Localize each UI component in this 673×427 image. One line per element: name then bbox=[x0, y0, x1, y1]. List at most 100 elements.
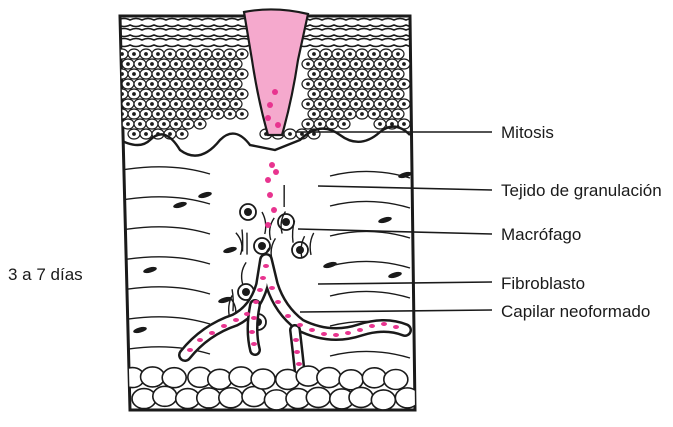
cell-nucleus bbox=[181, 53, 184, 56]
red-blood-cell bbox=[251, 316, 257, 320]
cell-nucleus bbox=[151, 123, 154, 126]
cell-nucleus bbox=[139, 83, 142, 86]
red-blood-cell bbox=[251, 342, 257, 346]
cell-nucleus bbox=[313, 73, 316, 76]
cell-nucleus bbox=[337, 113, 340, 116]
cell-nucleus bbox=[325, 73, 328, 76]
cell-nucleus bbox=[211, 63, 214, 66]
macrophage-nucleus bbox=[282, 218, 290, 226]
cell-nucleus bbox=[217, 113, 220, 116]
cell-nucleus bbox=[145, 113, 148, 116]
cell-nucleus bbox=[403, 103, 406, 106]
cell-nucleus bbox=[205, 113, 208, 116]
cell-nucleus bbox=[391, 123, 394, 126]
cell-nucleus bbox=[307, 83, 310, 86]
cell-nucleus bbox=[205, 53, 208, 56]
cell-nucleus bbox=[379, 123, 382, 126]
cell-nucleus bbox=[145, 133, 148, 136]
cell-nucleus bbox=[403, 123, 406, 126]
cell-nucleus bbox=[361, 93, 364, 96]
cell-nucleus bbox=[331, 63, 334, 66]
cell-nucleus bbox=[217, 53, 220, 56]
cell-nucleus bbox=[349, 53, 352, 56]
cell-nucleus bbox=[133, 93, 136, 96]
cell-nucleus bbox=[235, 83, 238, 86]
cell-nucleus bbox=[181, 113, 184, 116]
cell-nucleus bbox=[367, 103, 370, 106]
cell-nucleus bbox=[355, 83, 358, 86]
cell-nucleus bbox=[175, 103, 178, 106]
cell-nucleus bbox=[403, 63, 406, 66]
cell-nucleus bbox=[319, 123, 322, 126]
cell-nucleus bbox=[361, 73, 364, 76]
cell-nucleus bbox=[313, 93, 316, 96]
cell-nucleus bbox=[391, 63, 394, 66]
cell-nucleus bbox=[145, 93, 148, 96]
red-blood-cell bbox=[269, 286, 275, 290]
clot-cell bbox=[267, 102, 273, 108]
cell-nucleus bbox=[325, 53, 328, 56]
cell-nucleus bbox=[181, 93, 184, 96]
red-blood-cell bbox=[275, 300, 281, 304]
clot-cell bbox=[273, 169, 279, 175]
cell-nucleus bbox=[217, 93, 220, 96]
cell-nucleus bbox=[235, 103, 238, 106]
clot-cell bbox=[272, 89, 278, 95]
cell-nucleus bbox=[289, 133, 292, 136]
fat-lobule bbox=[141, 367, 165, 387]
cell-nucleus bbox=[133, 73, 136, 76]
cell-nucleus bbox=[391, 103, 394, 106]
fiber-strand bbox=[242, 230, 243, 252]
clot-cell bbox=[267, 192, 273, 198]
cell-nucleus bbox=[229, 53, 232, 56]
fat-lobule bbox=[264, 390, 288, 410]
cell-nucleus bbox=[157, 93, 160, 96]
cell-nucleus bbox=[391, 83, 394, 86]
cell-nucleus bbox=[325, 113, 328, 116]
red-blood-cell bbox=[209, 331, 215, 335]
fat-lobule bbox=[162, 368, 186, 388]
red-blood-cell bbox=[257, 288, 263, 292]
cell-nucleus bbox=[331, 123, 334, 126]
red-blood-cell bbox=[309, 328, 315, 332]
macrophage-nucleus bbox=[242, 288, 250, 296]
cell-nucleus bbox=[139, 63, 142, 66]
cell-nucleus bbox=[241, 113, 244, 116]
cell-nucleus bbox=[163, 123, 166, 126]
cell-nucleus bbox=[331, 103, 334, 106]
cell-nucleus bbox=[397, 53, 400, 56]
cell-nucleus bbox=[127, 103, 130, 106]
cell-nucleus bbox=[133, 133, 136, 136]
red-blood-cell bbox=[369, 324, 375, 328]
cell-nucleus bbox=[403, 83, 406, 86]
cell-nucleus bbox=[199, 103, 202, 106]
cell-nucleus bbox=[175, 123, 178, 126]
cell-nucleus bbox=[199, 83, 202, 86]
cell-nucleus bbox=[361, 53, 364, 56]
cell-nucleus bbox=[169, 133, 172, 136]
red-blood-cell bbox=[285, 314, 291, 318]
cell-nucleus bbox=[397, 73, 400, 76]
cell-nucleus bbox=[313, 133, 316, 136]
red-blood-cell bbox=[233, 318, 239, 322]
red-blood-cell bbox=[357, 328, 363, 332]
cell-nucleus bbox=[367, 63, 370, 66]
cell-nucleus bbox=[145, 53, 148, 56]
red-blood-cell bbox=[197, 338, 203, 342]
cell-nucleus bbox=[229, 93, 232, 96]
red-blood-cell bbox=[249, 330, 255, 334]
capillary-label: Capilar neoformado bbox=[501, 303, 650, 320]
fat-lobule bbox=[349, 387, 373, 407]
cell-nucleus bbox=[145, 73, 148, 76]
cell-nucleus bbox=[355, 63, 358, 66]
cell-nucleus bbox=[379, 63, 382, 66]
cell-nucleus bbox=[127, 63, 130, 66]
red-blood-cell bbox=[294, 350, 300, 354]
cell-nucleus bbox=[337, 73, 340, 76]
cell-nucleus bbox=[169, 113, 172, 116]
granulation-tissue-label: Tejido de granulación bbox=[501, 182, 662, 199]
cell-nucleus bbox=[373, 53, 376, 56]
cell-nucleus bbox=[349, 113, 352, 116]
red-blood-cell bbox=[293, 338, 299, 342]
